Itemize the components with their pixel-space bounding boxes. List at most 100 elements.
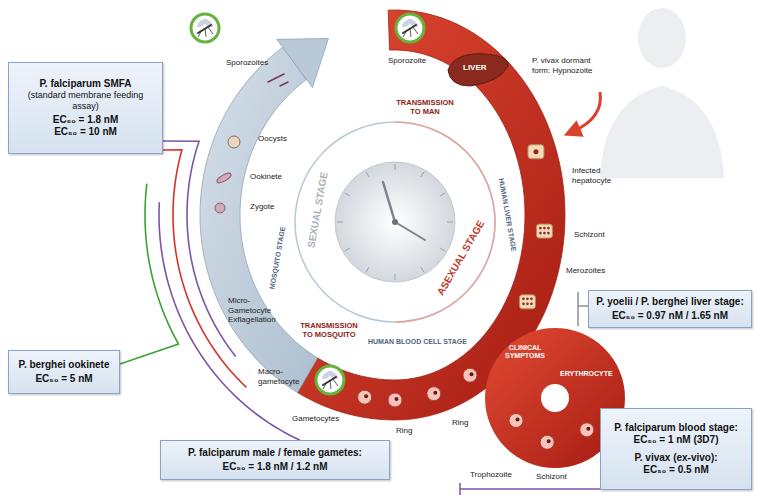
erythrocyte-cell	[580, 423, 594, 437]
erythrocyte-cell	[358, 390, 372, 404]
sporozoite-form	[276, 74, 284, 78]
leader-line	[159, 202, 300, 440]
mosquito-icon	[316, 366, 344, 394]
box-value: EC₅₀ = 0.97 nM / 1.65 nM	[595, 310, 745, 322]
sporozoite-form	[280, 82, 288, 86]
stage-label: Ring	[452, 418, 468, 428]
parasite-dot	[547, 439, 551, 443]
clock-face	[335, 162, 455, 282]
erythrocyte-cell	[388, 393, 402, 407]
clock-pin	[392, 219, 398, 225]
parasite-dot	[539, 232, 542, 235]
phase-label: MOSQUITO STAGE	[268, 226, 287, 290]
clock-tick	[345, 193, 350, 196]
erythrocyte-cell	[540, 435, 554, 449]
mosquito-icon	[191, 14, 219, 42]
erythrocyte-cell	[509, 414, 523, 428]
result-box: P. falciparum SMFA(standard membrane fee…	[8, 62, 163, 154]
clock-hand	[395, 222, 425, 240]
clock-tick	[440, 193, 445, 196]
box-heading: P. falciparum male / female gametes:	[167, 447, 383, 459]
organ-label: LIVER	[463, 63, 487, 73]
box-value: EC₅₀ = 10 nM	[15, 126, 156, 138]
clock-tick	[366, 267, 369, 272]
stage-label: Micro-Gametocyte Exflagellation	[228, 296, 286, 325]
stage-label: Ring	[396, 426, 412, 436]
transmission-label: TRANSMISSION TO MAN	[392, 98, 458, 116]
human-silhouette	[600, 8, 724, 178]
stage-label: Schizont	[574, 230, 605, 240]
transmission-label: TRANSMISSION TO MOSQUITO	[296, 321, 362, 339]
result-box: P. falciparum male / female gametes: EC₅₀…	[160, 440, 390, 480]
stage-label: Sporozoite	[388, 56, 426, 66]
clock-tick	[421, 172, 424, 177]
clock-tick	[337, 222, 343, 223]
clock-tick	[395, 274, 396, 280]
box-value: P. vivax (ex-vivo):	[607, 452, 745, 464]
box-value: EC₅₀ = 1.8 nM / 1.2 nM	[167, 461, 383, 473]
foreground-art	[120, 14, 600, 495]
parasite-dot	[364, 394, 368, 398]
parasite-dot	[543, 227, 546, 230]
parasite-dot	[530, 298, 533, 301]
leader-line	[163, 141, 236, 356]
hepatocyte	[519, 295, 535, 309]
parasite-dot	[533, 149, 538, 154]
parasite-dot	[547, 227, 550, 230]
head-shape	[638, 8, 686, 68]
hepatocyte	[528, 145, 544, 159]
hypnozoite-arrow	[572, 92, 600, 132]
parasite-dot	[522, 303, 525, 306]
oocyst-cell	[228, 136, 240, 148]
parasite-dot	[586, 427, 590, 431]
asexual-band	[298, 10, 565, 420]
parasite-dot	[543, 232, 546, 235]
symptom-label: CLINICAL SYMPTOMS	[503, 344, 547, 361]
phase-label: SEXUAL STAGE	[305, 171, 330, 249]
stage-label: Zygote	[250, 202, 274, 212]
phase-label: HUMAN LIVER STAGE	[496, 178, 517, 252]
parasite-dot	[526, 303, 529, 306]
parasite-dot	[547, 232, 550, 235]
parasite-dot	[539, 227, 542, 230]
erythrocyte-cell	[463, 368, 477, 382]
ookinete-cell	[216, 171, 233, 184]
band-arrowhead	[277, 38, 329, 87]
box-heading: P. falciparum blood stage:	[607, 422, 745, 434]
parasite-dot	[470, 372, 474, 376]
box-heading: P. yoelii / P. berghei liver stage:	[595, 296, 745, 308]
parasite-dot	[526, 298, 529, 301]
hepatocyte	[536, 224, 552, 238]
box-value: EC₅₀ = 5 nM	[15, 373, 113, 385]
clock-tick	[440, 248, 445, 251]
leader-line	[163, 150, 246, 388]
result-box: P. berghei ookineteEC₅₀ = 5 nM	[8, 350, 120, 394]
stage-label: Merozoites	[566, 266, 605, 276]
parasite-dot	[522, 298, 525, 301]
parasite-dot	[433, 391, 437, 395]
torso-shape	[600, 86, 724, 178]
clock-hand	[383, 182, 395, 222]
stage-label: Gametocytes	[292, 414, 339, 424]
stage-label: Sporozoites	[226, 58, 268, 68]
liver-organ	[448, 54, 508, 86]
box-heading: P. berghei ookinete	[15, 359, 113, 371]
mosquito-icon	[396, 14, 424, 42]
zygote-cell	[215, 203, 225, 213]
clock-tick	[395, 164, 396, 170]
box-heading: P. falciparum SMFA	[15, 78, 156, 90]
box-value: EC₅₀ = 1.8 nM	[15, 114, 156, 126]
cycle-bands	[200, 10, 625, 468]
parasite-dot	[395, 397, 399, 401]
parasite-dot	[516, 418, 520, 422]
sexual-band	[200, 47, 317, 392]
clock-tick	[421, 267, 424, 272]
erythrocyte-cell	[427, 387, 441, 401]
clock-tick	[366, 172, 369, 177]
stage-label: P. vivax dormant form: Hypnozoite	[532, 56, 594, 75]
parasite-dot	[530, 303, 533, 306]
stage-label: Macro-gametocyte	[258, 367, 306, 386]
box-value: EC₅₀ = 1 nM (3D7)	[607, 434, 745, 446]
phase-label: HUMAN BLOOD CELL STAGE	[368, 338, 467, 346]
